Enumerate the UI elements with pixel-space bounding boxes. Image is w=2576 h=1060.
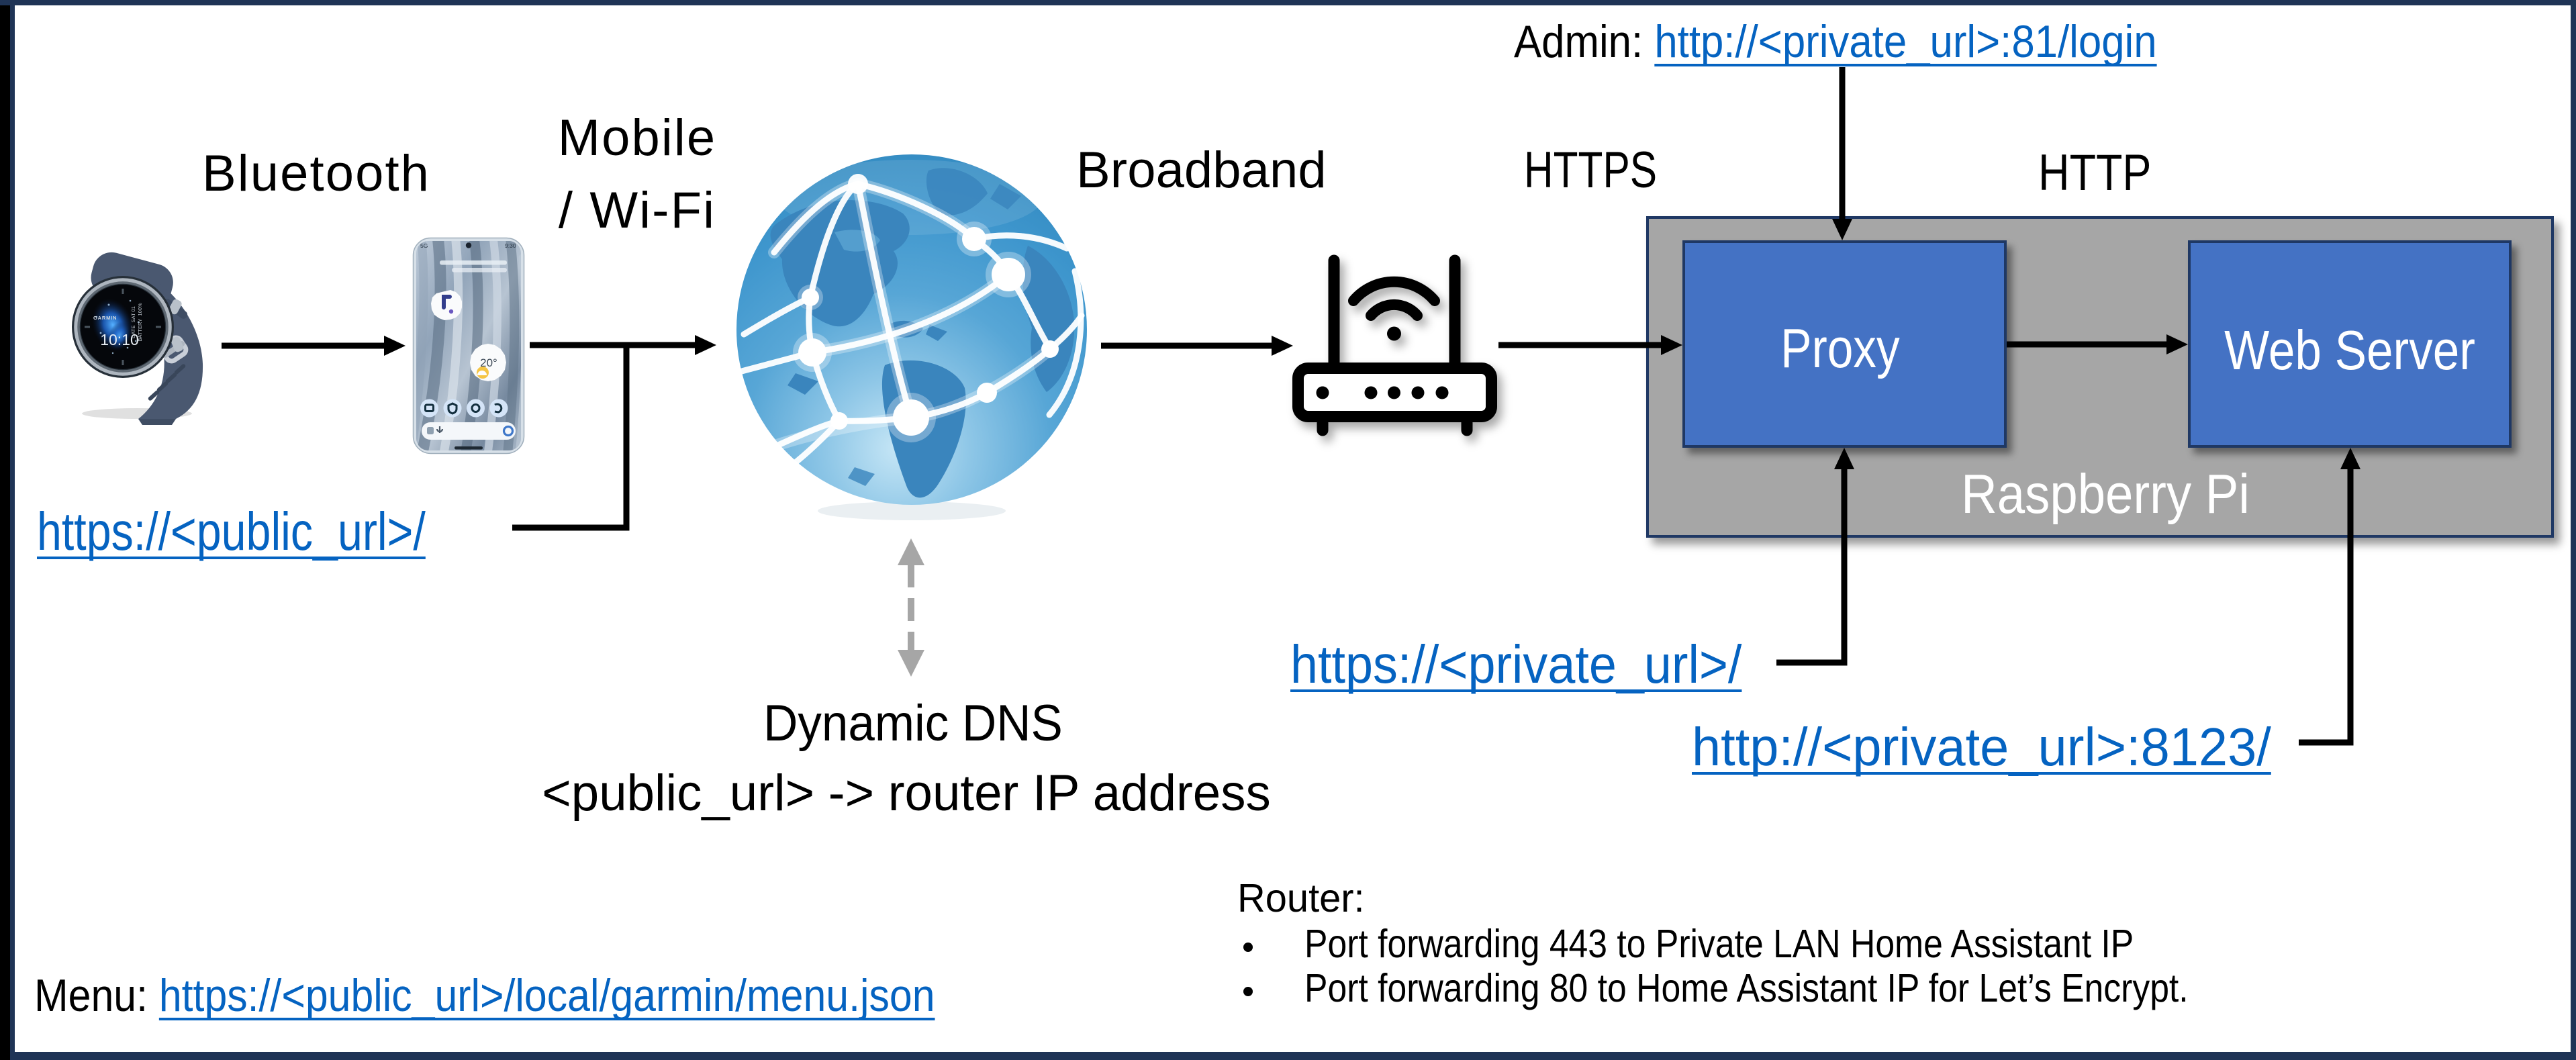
svg-text:BATTERY 100%: BATTERY 100%: [137, 303, 143, 342]
svg-text:GARMIN: GARMIN: [93, 315, 117, 321]
svg-text:9:30: 9:30: [505, 242, 516, 249]
svg-text:5G: 5G: [420, 242, 428, 249]
svg-text:10:10: 10:10: [100, 331, 139, 348]
svg-text:DATE SAT 01: DATE SAT 01: [130, 306, 136, 338]
svg-text:20°: 20°: [480, 356, 497, 369]
